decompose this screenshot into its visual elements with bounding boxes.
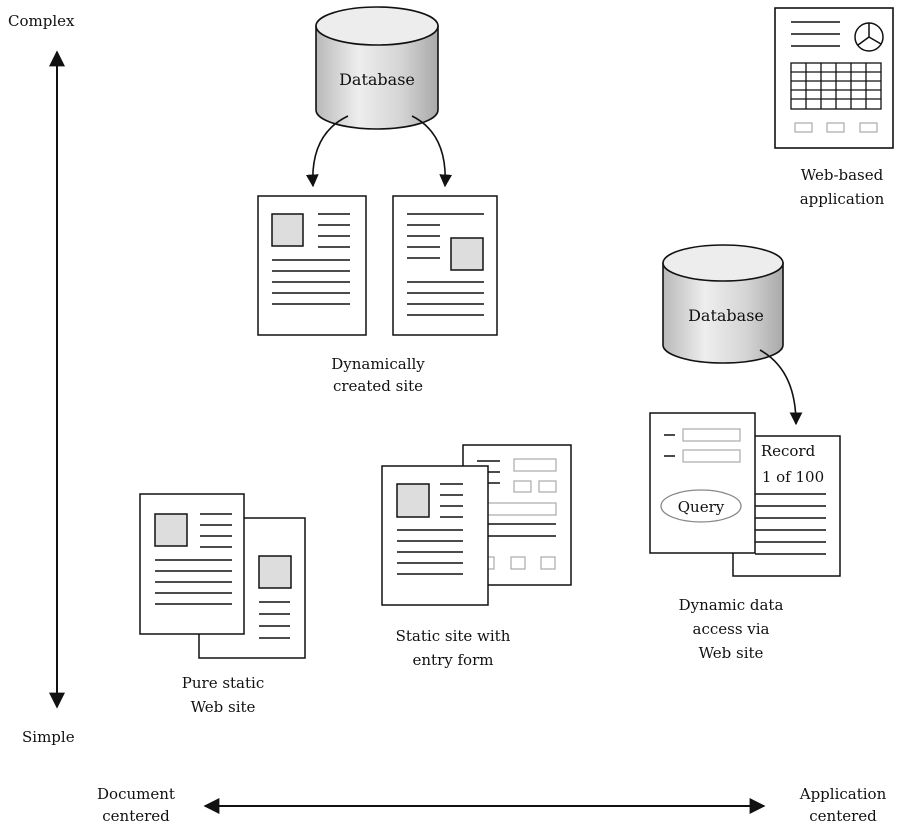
web-app-window-icon bbox=[774, 7, 894, 149]
label-record-2: 1 of 100 bbox=[762, 468, 824, 486]
label-dynamic-data-1: Dynamic data bbox=[679, 596, 784, 614]
axis-label-document-2: centered bbox=[102, 807, 170, 825]
axis-label-application-2: centered bbox=[809, 807, 877, 825]
query-button-label: Query bbox=[678, 498, 725, 516]
axis-label-application: Application bbox=[799, 785, 887, 803]
arrow-db-to-page-right bbox=[411, 115, 453, 188]
axis-label-complex: Complex bbox=[8, 12, 75, 30]
axis-label-document: Document bbox=[97, 785, 175, 803]
label-static-form-2: entry form bbox=[413, 651, 494, 669]
label-web-app-1: Web-based bbox=[801, 166, 884, 184]
label-dynamic-site-1: Dynamically bbox=[331, 355, 425, 373]
label-web-app-2: application bbox=[800, 190, 885, 208]
arrow-db-to-page-left bbox=[305, 115, 349, 188]
page-dynamic-right bbox=[392, 195, 498, 336]
page-dynamic-left bbox=[257, 195, 367, 336]
database-label-top: Database bbox=[339, 70, 415, 89]
web-app-grid bbox=[790, 62, 882, 110]
database-cylinder-right bbox=[662, 244, 784, 364]
label-record-1: Record bbox=[761, 442, 816, 460]
arrow-db-to-record bbox=[759, 349, 803, 426]
form-page-front bbox=[381, 465, 489, 606]
database-cylinder-top bbox=[315, 6, 439, 130]
axis-label-simple: Simple bbox=[22, 728, 75, 746]
label-pure-static-1: Pure static bbox=[182, 674, 264, 692]
database-label-right: Database bbox=[688, 306, 764, 325]
label-dynamic-site-2: created site bbox=[333, 377, 423, 395]
query-page bbox=[649, 412, 756, 554]
label-pure-static-2: Web site bbox=[191, 698, 256, 716]
pure-static-page-front bbox=[139, 493, 245, 635]
label-dynamic-data-2: access via bbox=[693, 620, 770, 638]
label-static-form-1: Static site with bbox=[396, 627, 511, 645]
label-dynamic-data-3: Web site bbox=[699, 644, 764, 662]
